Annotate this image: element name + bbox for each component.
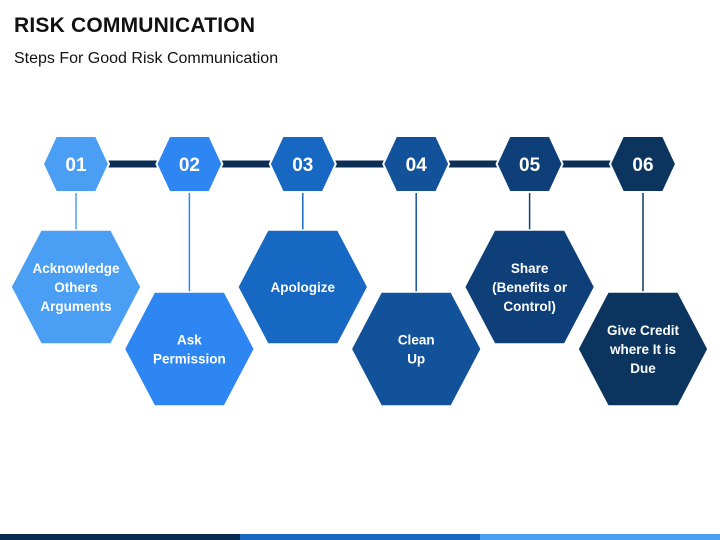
step-03-hexagon xyxy=(237,229,369,345)
footer-segment-mid xyxy=(240,534,480,540)
step-01-hexagon xyxy=(10,229,142,345)
step-04-number: 04 xyxy=(406,155,428,176)
step-03-card: Apologize xyxy=(237,229,369,345)
step-01-label-line: Arguments xyxy=(40,299,111,314)
step-01-badge-hexagon xyxy=(42,135,110,193)
step-04-hexagon xyxy=(350,291,482,407)
step-06-badge: 06 xyxy=(609,135,677,193)
page-title: RISK COMMUNICATION xyxy=(14,14,256,37)
step-04-badge-hexagon xyxy=(382,135,451,193)
step-06-badge-hexagon xyxy=(609,135,677,193)
step-04-label-line: Clean xyxy=(398,333,435,348)
step-05-label-line: Control) xyxy=(503,299,555,314)
step-05-badge: 05 xyxy=(495,135,564,193)
footer-bar xyxy=(0,534,720,540)
step-05-label-line: Share xyxy=(511,261,549,276)
step-06-card: Give Credit where It is Due xyxy=(577,291,709,407)
step-02-label-line: Ask xyxy=(177,333,202,348)
step-05-card: Share (Benefits or Control) xyxy=(463,229,596,345)
step-06-number: 06 xyxy=(632,155,653,176)
step-02-number: 02 xyxy=(179,155,200,176)
footer-segment-dark xyxy=(0,534,240,540)
step-04-badge: 04 xyxy=(382,135,451,193)
step-05-number: 05 xyxy=(519,155,541,176)
page-subtitle: Steps For Good Risk Communication xyxy=(14,50,279,67)
step-01-badge: 01 xyxy=(42,135,110,193)
step-05-label-line: (Benefits or xyxy=(492,280,568,295)
step-01-number: 01 xyxy=(65,155,87,176)
step-05-hexagon xyxy=(463,229,596,345)
step-01-label-line: Others xyxy=(54,280,98,295)
step-03-number: 03 xyxy=(292,155,313,176)
step-06-label-line: Give Credit xyxy=(607,323,680,338)
step-03-badge-hexagon xyxy=(268,135,337,193)
step-03-label-line: Apologize xyxy=(271,280,336,295)
step-06-hexagon xyxy=(577,291,709,407)
step-01-label-line: Acknowledge xyxy=(32,261,120,276)
connector-bar xyxy=(76,160,643,168)
step-05-badge-hexagon xyxy=(495,135,564,193)
step-03-badge: 03 xyxy=(268,135,337,193)
step-02-label-line: Permission xyxy=(153,352,226,367)
step-02-badge-hexagon xyxy=(155,135,224,193)
step-02-badge: 02 xyxy=(155,135,224,193)
step-04-label-line: Up xyxy=(407,352,425,367)
footer-segment-light xyxy=(480,534,720,540)
step-06-label-line: where It is xyxy=(609,342,676,357)
step-06-label-line: Due xyxy=(630,361,656,376)
step-02-hexagon xyxy=(123,291,256,407)
